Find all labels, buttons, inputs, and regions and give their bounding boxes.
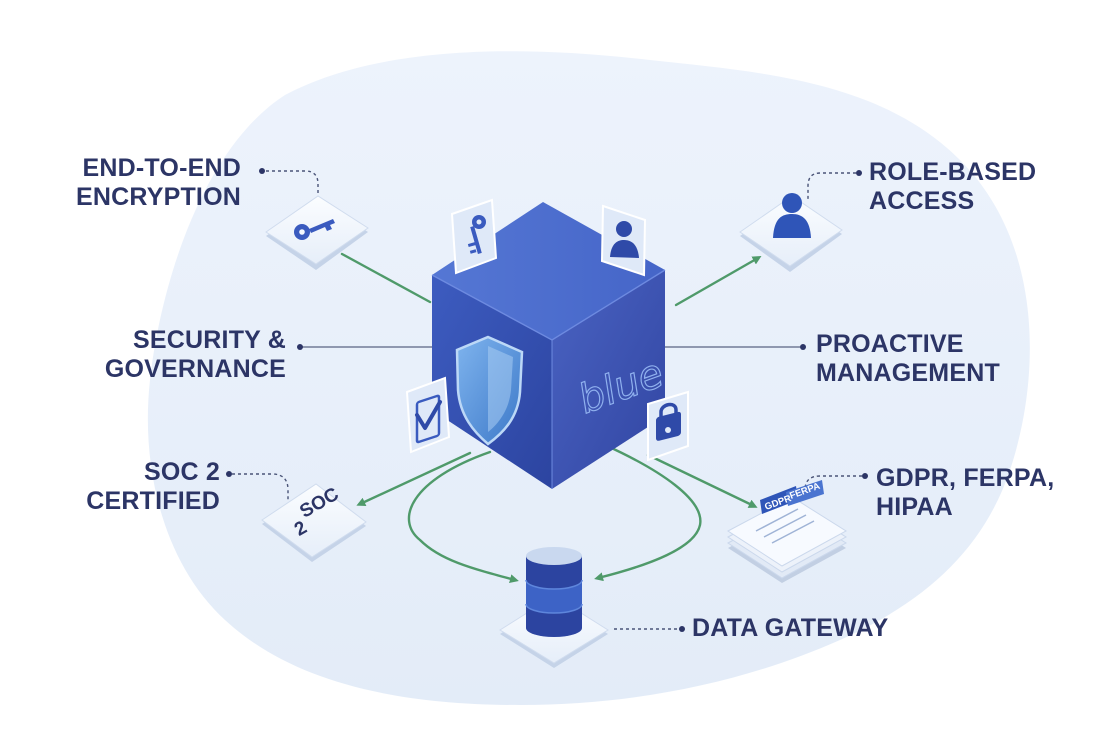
key-icon: [467, 215, 486, 255]
label-proactive: PROACTIVE MANAGEMENT: [816, 330, 1000, 388]
encryption-tile: [265, 195, 369, 270]
label-role-access-line1: ROLE-BASED: [869, 158, 1037, 186]
document-stack-icon: GDPR FERPA: [727, 480, 847, 583]
cube-user-tile: [600, 204, 647, 277]
key-icon: [294, 219, 335, 240]
cube-key-tile: [450, 198, 498, 275]
label-soc2: SOC 2 CERTIFIED: [78, 458, 220, 516]
label-security: SECURITY & GOVERNANCE: [92, 326, 286, 384]
user-icon: [773, 193, 811, 238]
database-icon: [525, 547, 583, 637]
label-encryption: END-TO-END ENCRYPTION: [76, 154, 241, 212]
checklist-tile: [405, 376, 451, 454]
role-access-tile: [739, 193, 843, 272]
label-role-access-line2: ACCESS: [869, 187, 975, 215]
lock-tile: [647, 390, 689, 462]
shield-icon: [455, 335, 524, 446]
leader-lines: [232, 170, 862, 630]
label-proactive-line2: MANAGEMENT: [816, 359, 1000, 387]
label-soc2-line2: CERTIFIED: [86, 487, 220, 515]
label-encryption-line1: END-TO-END: [82, 154, 241, 182]
label-soc2-line1: SOC 2: [143, 458, 220, 486]
connector-arrows: [340, 252, 762, 584]
label-security-line2: GOVERNANCE: [104, 355, 286, 383]
checklist-icon: [415, 400, 442, 430]
label-compliance: GDPR, FERPA, HIPAA: [876, 464, 1054, 522]
label-gateway-line1: DATA GATEWAY: [692, 614, 889, 642]
user-icon: [610, 221, 639, 258]
label-role-access: ROLE-BASED ACCESS: [869, 158, 1036, 216]
leader-dots: [226, 168, 868, 632]
lock-icon: [656, 402, 681, 441]
label-encryption-line2: ENCRYPTION: [76, 183, 241, 211]
label-gateway: DATA GATEWAY: [692, 614, 888, 643]
label-compliance-line2: HIPAA: [876, 493, 953, 521]
soc2-tile: SOC 2: [261, 483, 367, 562]
label-security-line1: SECURITY &: [133, 326, 286, 354]
label-proactive-line1: PROACTIVE: [816, 330, 964, 358]
label-compliance-line1: GDPR, FERPA,: [876, 464, 1055, 492]
